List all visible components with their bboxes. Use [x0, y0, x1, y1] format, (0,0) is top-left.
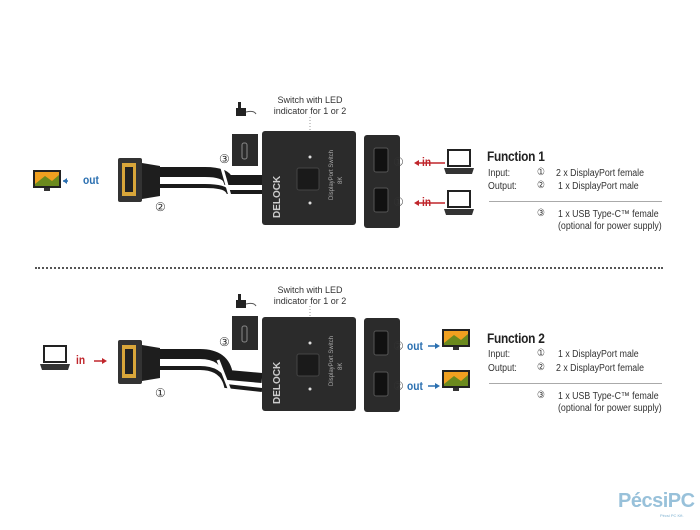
usb-number: ③ [537, 208, 545, 219]
watermark-logo: PécsiPC [618, 490, 695, 512]
function1-diagram: DELOCK DisplayPort Switch 8K out ② ③ Swi… [0, 0, 700, 232]
in-label: in [422, 195, 432, 209]
separator [489, 201, 662, 202]
function-title: Function 1 [487, 148, 545, 164]
output-text: 2 x DisplayPort female [556, 363, 645, 374]
displayport-female-ports-icon [364, 135, 400, 228]
monitor-icon [33, 170, 61, 191]
in-label: in [76, 353, 86, 367]
model-label: DisplayPort Switch [329, 336, 335, 386]
output-label: Output: [488, 181, 517, 192]
section-divider [35, 267, 663, 269]
power-plug-icon [236, 102, 257, 116]
function1-graphic: DELOCK DisplayPort Switch 8K [33, 102, 474, 228]
output-text: 1 x DisplayPort male [558, 181, 639, 192]
function-title: Function 2 [487, 330, 545, 346]
out-label: out [407, 339, 423, 353]
cable [160, 167, 262, 185]
cable-number: ② [155, 200, 166, 214]
monitor-icon [442, 370, 470, 391]
output-number: ② [537, 180, 545, 191]
cable [160, 349, 263, 383]
input-number: ① [537, 167, 545, 178]
usb-c-adapter-icon [232, 134, 258, 166]
cable-number: ① [155, 386, 166, 400]
out-label: out [83, 173, 99, 187]
displayport-female-ports-icon [364, 318, 400, 412]
port-number: ① [393, 155, 404, 169]
laptop-icon [40, 345, 70, 370]
usb-text: 1 x USB Type-C™ female [558, 391, 659, 402]
badge-8k: 8K [338, 363, 344, 370]
usb-c-adapter-icon [232, 316, 258, 350]
displayport-male-connector-icon [118, 158, 160, 202]
separator [489, 383, 662, 384]
output-label: Output: [488, 363, 517, 374]
model-label: DisplayPort Switch [329, 150, 335, 200]
usb-note: (optional for power supply) [558, 403, 662, 414]
laptop-icon [444, 149, 474, 174]
watermark-subtitle: Pécsi PC Kft. [660, 513, 684, 518]
input-number: ① [537, 348, 545, 359]
input-text: 2 x DisplayPort female [556, 168, 645, 179]
brand-logo: DELOCK [272, 361, 283, 404]
function2-diagram: DELOCK DisplayPort Switch 8K in ① ③ Swit… [0, 200, 700, 414]
usb-number: ③ [537, 390, 545, 401]
port-number: ② [393, 379, 404, 393]
badge-8k: 8K [338, 177, 344, 184]
switch-box-icon: DELOCK DisplayPort Switch 8K [262, 306, 356, 411]
usb-note: (optional for power supply) [558, 221, 662, 232]
displayport-male-connector-icon [118, 340, 160, 384]
input-label: Input: [488, 349, 511, 360]
output-number: ② [537, 362, 545, 373]
power-plug-icon [236, 294, 257, 308]
usb-number: ③ [219, 335, 230, 349]
port-number: ② [393, 339, 404, 353]
switch-box-icon: DELOCK DisplayPort Switch 8K [262, 117, 356, 225]
input-label: Input: [488, 168, 511, 179]
in-label: in [422, 155, 432, 169]
usb-number: ③ [219, 152, 230, 166]
function2-graphic: DELOCK DisplayPort Switch 8K [40, 294, 470, 412]
usb-text: 1 x USB Type-C™ female [558, 209, 659, 220]
laptop-icon [444, 190, 474, 215]
port-number: ① [393, 195, 404, 209]
out-label: out [407, 379, 423, 393]
input-text: 1 x DisplayPort male [558, 349, 639, 360]
brand-logo: DELOCK [272, 175, 283, 218]
monitor-icon [442, 329, 470, 350]
